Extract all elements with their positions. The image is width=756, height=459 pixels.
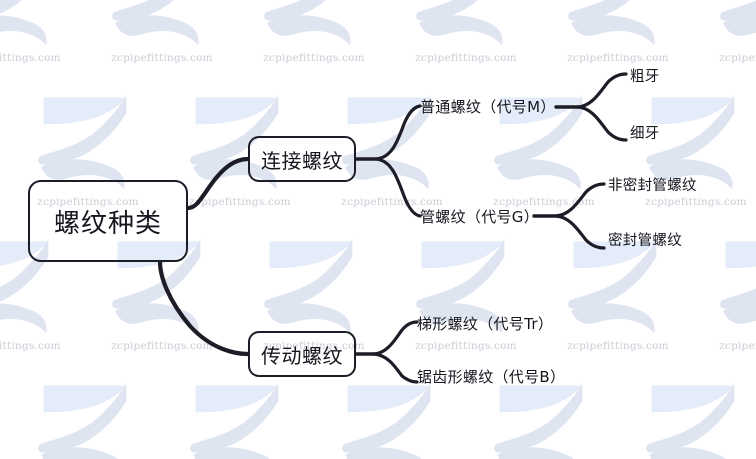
node-trapezoidal-thread-tr[interactable]: 梯形螺纹（代号Tr） bbox=[417, 315, 554, 333]
node-coarse-pitch[interactable]: 粗牙 bbox=[630, 69, 660, 85]
node-pipe-thread-g[interactable]: 管螺纹（代号G） bbox=[420, 208, 540, 226]
node-ordinary-thread-m[interactable]: 普通螺纹（代号M） bbox=[420, 98, 556, 116]
node-non-sealing-pipe-thread[interactable]: 非密封管螺纹 bbox=[608, 178, 697, 194]
node-root-thread-types[interactable]: 螺纹种类 bbox=[28, 180, 188, 262]
node-fine-pitch[interactable]: 细牙 bbox=[630, 126, 660, 142]
node-sealing-pipe-thread[interactable]: 密封管螺纹 bbox=[608, 233, 682, 249]
node-buttress-thread-b[interactable]: 锯齿形螺纹（代号B） bbox=[417, 368, 566, 386]
node-connection-thread[interactable]: 连接螺纹 bbox=[248, 136, 356, 182]
node-transmission-thread[interactable]: 传动螺纹 bbox=[248, 331, 356, 377]
